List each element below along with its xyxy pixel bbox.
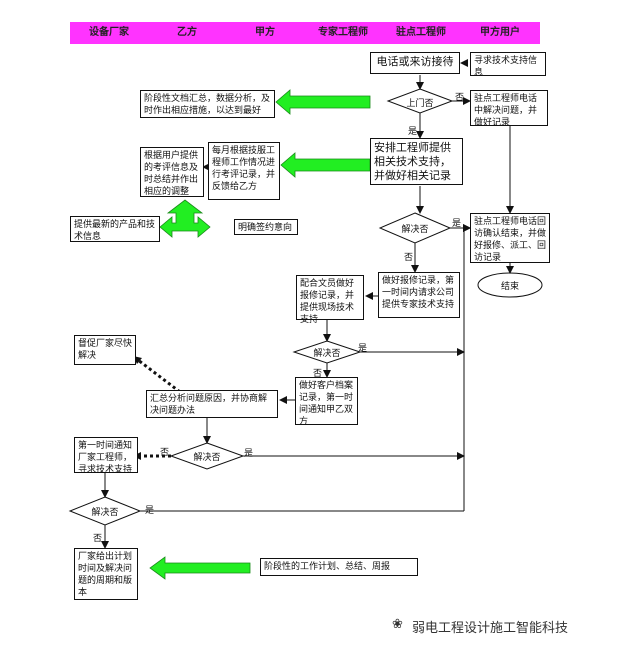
box-customer-file: 做好客户档案记录，第一时间通知甲乙双方 bbox=[295, 377, 358, 427]
box-adjust-user: 根据用户提供的考评信息及时总结并作出相应的调整 bbox=[140, 147, 204, 197]
box-repair-record: 做好报修记录，第一时间内请求公司提供专家技术支持 bbox=[378, 272, 460, 318]
lane-onsite-engineer: 驻点工程师 bbox=[396, 27, 446, 38]
box-analyze-cause: 汇总分析问题原因，并协商解决问题办法 bbox=[146, 390, 278, 418]
decision-2-label: 解决否 bbox=[313, 349, 341, 359]
label-yes: 是 bbox=[145, 506, 155, 516]
box-monthly-eval: 每月根据技服工程师工作情况进行考评记录，并反馈给乙方 bbox=[208, 142, 280, 200]
box-onsite-phone: 驻点工程师电话中解决问题，并做好记录 bbox=[470, 90, 548, 128]
label-no: 否 bbox=[404, 253, 414, 263]
decision-3-diamond bbox=[169, 442, 245, 470]
label-yes: 是 bbox=[244, 449, 254, 459]
decision-3-label: 解决否 bbox=[193, 453, 221, 463]
green-arrow-products bbox=[159, 199, 211, 238]
lane-vendor: 设备厂家 bbox=[89, 27, 129, 38]
box-urge-vendor: 督促厂家尽快解决 bbox=[74, 335, 136, 365]
lane-party-a-user: 甲方用户 bbox=[480, 27, 520, 38]
box-latest-products: 提供最新的产品和技术信息 bbox=[70, 216, 160, 242]
label-no: 否 bbox=[313, 369, 323, 379]
lane-expert-engineer: 专家工程师 bbox=[318, 27, 368, 38]
label-yes: 是 bbox=[358, 344, 368, 354]
box-seek-support: 寻求技术支持信息 bbox=[470, 52, 546, 78]
decision-visit-label: 上门否 bbox=[406, 99, 434, 109]
decision-4-label: 解决否 bbox=[91, 508, 119, 518]
box-stage-plan: 阶段性的工作计划、总结、周报 bbox=[260, 558, 418, 576]
label-no: 否 bbox=[160, 448, 170, 458]
label-no: 否 bbox=[455, 93, 465, 103]
label-yes: 是 bbox=[452, 219, 462, 229]
box-clerk-repair: 配合文员做好报修记录，并提供现场技术支持 bbox=[296, 275, 364, 325]
box-phone-visit: 电话或来访接待 bbox=[370, 52, 460, 74]
box-callback-record: 驻点工程师电话回访确认结束，并做好报修、派工、回访记录 bbox=[470, 213, 550, 263]
box-arrange-engineer: 安排工程师提供相关技术支持，并做好相关记录 bbox=[370, 138, 463, 185]
green-arrow-eval bbox=[280, 152, 371, 178]
box-stage-docs: 阶段性文档汇总，数据分析，及时作出相应措施，以达到最好 bbox=[140, 90, 275, 118]
end-label: 结束 bbox=[500, 282, 519, 292]
green-arrow-vendor-plan bbox=[149, 556, 251, 580]
watermark-text: 弱电工程设计施工智能科技 bbox=[412, 621, 569, 636]
lane-party-b: 乙方 bbox=[177, 27, 197, 38]
green-arrow-stage-docs bbox=[275, 89, 371, 115]
label-no: 否 bbox=[93, 534, 103, 544]
lane-header-band bbox=[70, 22, 540, 44]
lane-party-a: 甲方 bbox=[255, 27, 275, 38]
watermark-icon: ❀ bbox=[392, 617, 403, 632]
decision-1-label: 解决否 bbox=[401, 225, 429, 235]
label-yes: 是 bbox=[408, 127, 418, 137]
box-notify-vendor: 第一时间通知厂家工程师，寻求技术支持 bbox=[74, 437, 138, 475]
box-contract-intent: 明确签约意向 bbox=[234, 219, 298, 235]
box-vendor-plan: 厂家给出计划时间及解决问题的周期和版本 bbox=[74, 548, 138, 600]
